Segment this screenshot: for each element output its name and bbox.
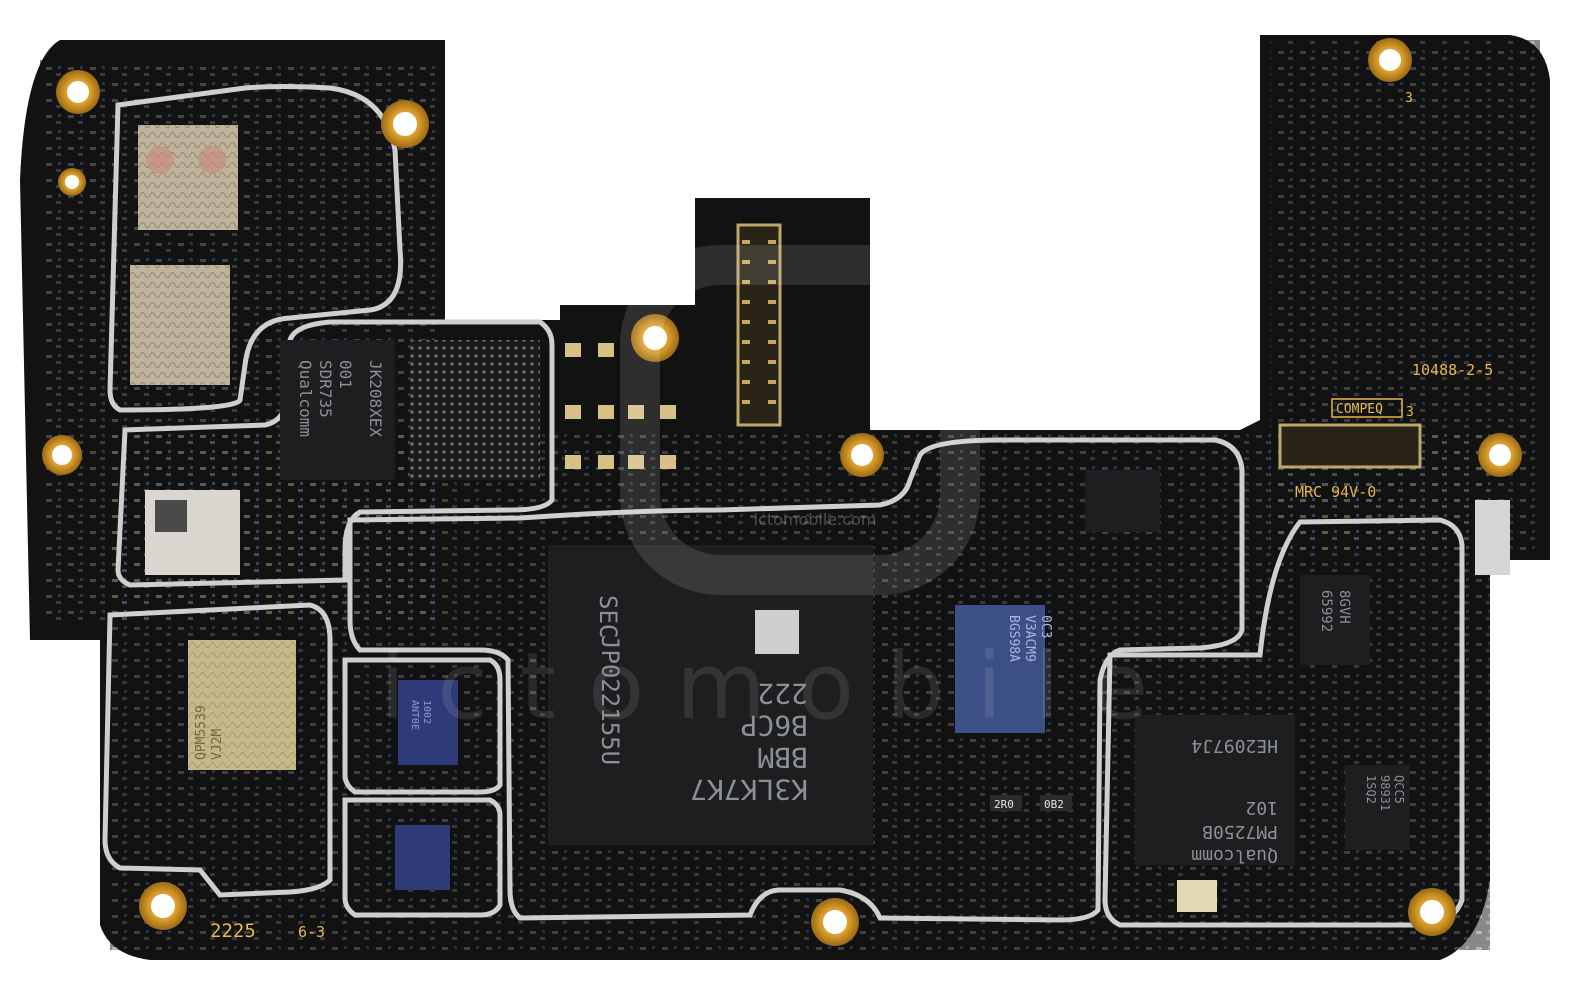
soc-side-2: JP022155U bbox=[596, 635, 624, 765]
rf-module-label-2: 1002 bbox=[421, 700, 432, 724]
watermark-brand: ictomobile.com bbox=[754, 510, 877, 529]
rf-module-a bbox=[398, 680, 458, 765]
small-pmic-1: 65992 bbox=[1318, 590, 1334, 632]
amp-line-3: 1SQ2 bbox=[1364, 775, 1378, 804]
crystal bbox=[1177, 880, 1217, 912]
chip-labels: K3LK7K7 BBM B6CP 222 SEC JP022155U Qualc… bbox=[194, 360, 1406, 866]
small-pmic-2: 8GVH bbox=[1336, 590, 1352, 624]
soc-line-3: B6CP bbox=[741, 709, 808, 742]
soc-side-1: SEC bbox=[594, 595, 622, 638]
pmic-line-1: Qualcomm bbox=[1191, 845, 1278, 866]
wifi-line-2: V3ACM9 bbox=[1022, 615, 1037, 662]
shield-fences bbox=[102, 84, 1465, 928]
pmic-chip bbox=[1135, 715, 1295, 865]
board-id: 10488-2-5 bbox=[1412, 361, 1493, 379]
bga-footprint bbox=[410, 340, 540, 480]
rf-line-1: Qualcomm bbox=[296, 360, 315, 437]
pa-line-1: QPM5539 bbox=[194, 705, 209, 760]
rf-transceiver-chip bbox=[280, 340, 395, 480]
resistor-labels: 2R0 0B2 bbox=[990, 795, 1072, 811]
amp-line-2: 98931 bbox=[1378, 775, 1392, 811]
rf-line-2: SDR735 bbox=[316, 360, 335, 418]
silkscreen: 10488-2-5 COMPEQ 3 MRC 94V-0 2225 6-3 3 bbox=[210, 91, 1493, 942]
wifi-chip bbox=[955, 605, 1045, 733]
antenna-mark: 3 bbox=[1405, 91, 1413, 106]
amp-chip bbox=[1345, 765, 1410, 850]
amp-line-1: QCC5 bbox=[1392, 775, 1406, 804]
board-connectors bbox=[736, 223, 1422, 469]
pmic-line-3: 102 bbox=[1245, 797, 1278, 818]
date-code: 2225 bbox=[210, 920, 256, 942]
rf-module-label-1: ANT0E bbox=[409, 700, 420, 730]
soc-line-4: 222 bbox=[757, 677, 808, 710]
white-component bbox=[1475, 500, 1510, 575]
flammability-rating: MRC 94V-0 bbox=[1295, 483, 1376, 501]
chip-small-1 bbox=[1085, 470, 1160, 532]
res-0b2: 0B2 bbox=[1044, 798, 1064, 811]
pmic-line-2: PM7250B bbox=[1202, 821, 1278, 842]
compeq-label: COMPEQ bbox=[1336, 402, 1383, 417]
lot-code: 6-3 bbox=[298, 923, 325, 941]
soc-datamatrix bbox=[755, 610, 799, 654]
rf-line-4: JK208XEX bbox=[366, 360, 385, 437]
rf-line-3: 001 bbox=[336, 360, 355, 389]
soc-line-1: K3LK7K7 bbox=[690, 773, 808, 806]
compeq-suffix: 3 bbox=[1406, 405, 1414, 420]
pmic-line-4: HE2097J4 bbox=[1191, 735, 1278, 756]
watermark: ictomobile ictomobile.com bbox=[380, 245, 1181, 740]
pa-module-chip bbox=[188, 640, 296, 770]
gold-pads bbox=[565, 343, 676, 469]
soc-chip bbox=[548, 545, 873, 845]
wifi-line-1: BGS98A bbox=[1006, 615, 1021, 662]
watermark-word: ictomobile bbox=[380, 633, 1181, 740]
rf-module-b bbox=[395, 825, 450, 890]
wifi-line-3: 0C3 bbox=[1038, 615, 1053, 638]
res-2r0: 2R0 bbox=[994, 798, 1014, 811]
mounting-holes bbox=[42, 38, 1522, 946]
pa-line-2: VJ2M bbox=[210, 729, 225, 760]
soc-line-2: BBM bbox=[757, 741, 808, 774]
rf-pa-modules bbox=[130, 125, 238, 385]
chip-small-2 bbox=[1300, 575, 1370, 665]
